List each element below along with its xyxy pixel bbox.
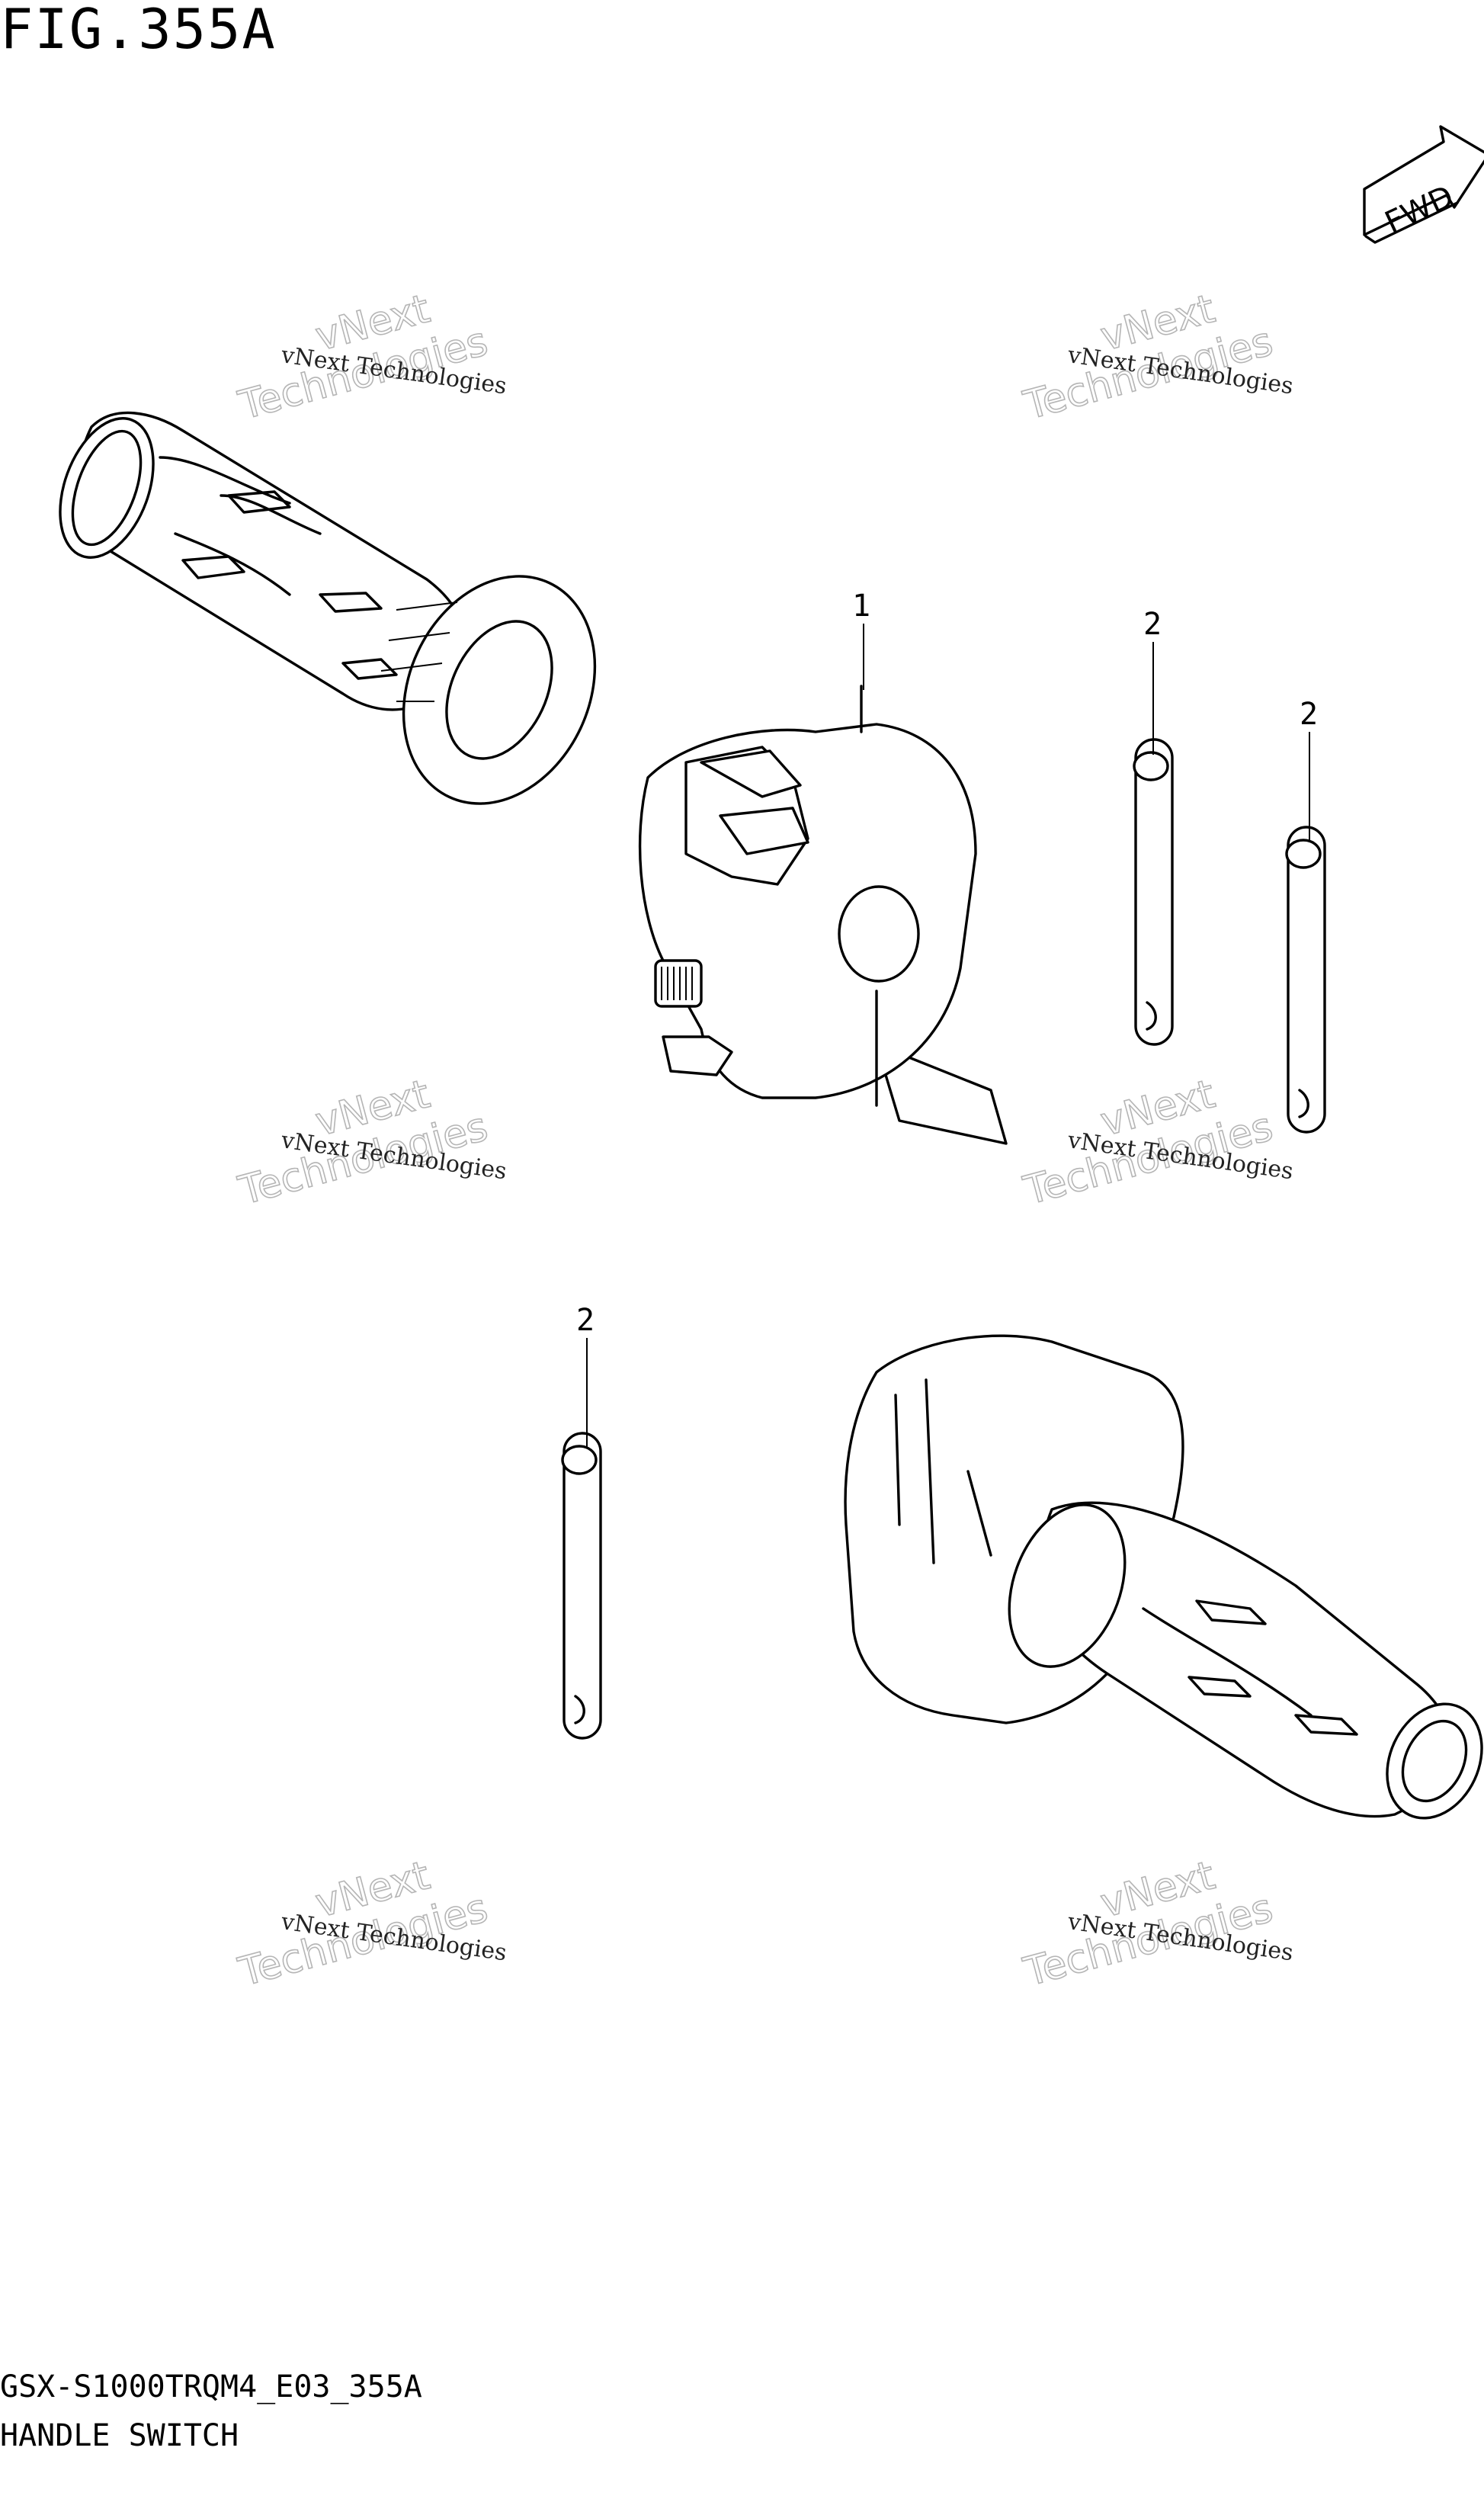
clamp-band-icon — [561, 738, 1326, 1740]
left-handle-switch-icon — [638, 685, 1008, 1145]
figure-title: FIG.355A — [0, 0, 277, 61]
fwd-arrow-icon: FWD — [1363, 125, 1484, 244]
figure-code: GSX-S1000TRQM4_E03_355A — [0, 2369, 422, 2404]
callout-1: 1 — [852, 589, 870, 624]
callout-2-b: 2 — [1300, 697, 1318, 732]
callout-2-c: 2 — [576, 1303, 595, 1338]
callout-2-a: 2 — [1143, 607, 1162, 642]
right-handle-switch-with-grip-icon — [844, 1334, 1483, 1820]
right-grip-icon — [59, 411, 597, 805]
figure-name: HANDLE SWITCH — [0, 2418, 239, 2453]
watermark: vNext Technologies vNext Technologies vN… — [233, 285, 1295, 1996]
